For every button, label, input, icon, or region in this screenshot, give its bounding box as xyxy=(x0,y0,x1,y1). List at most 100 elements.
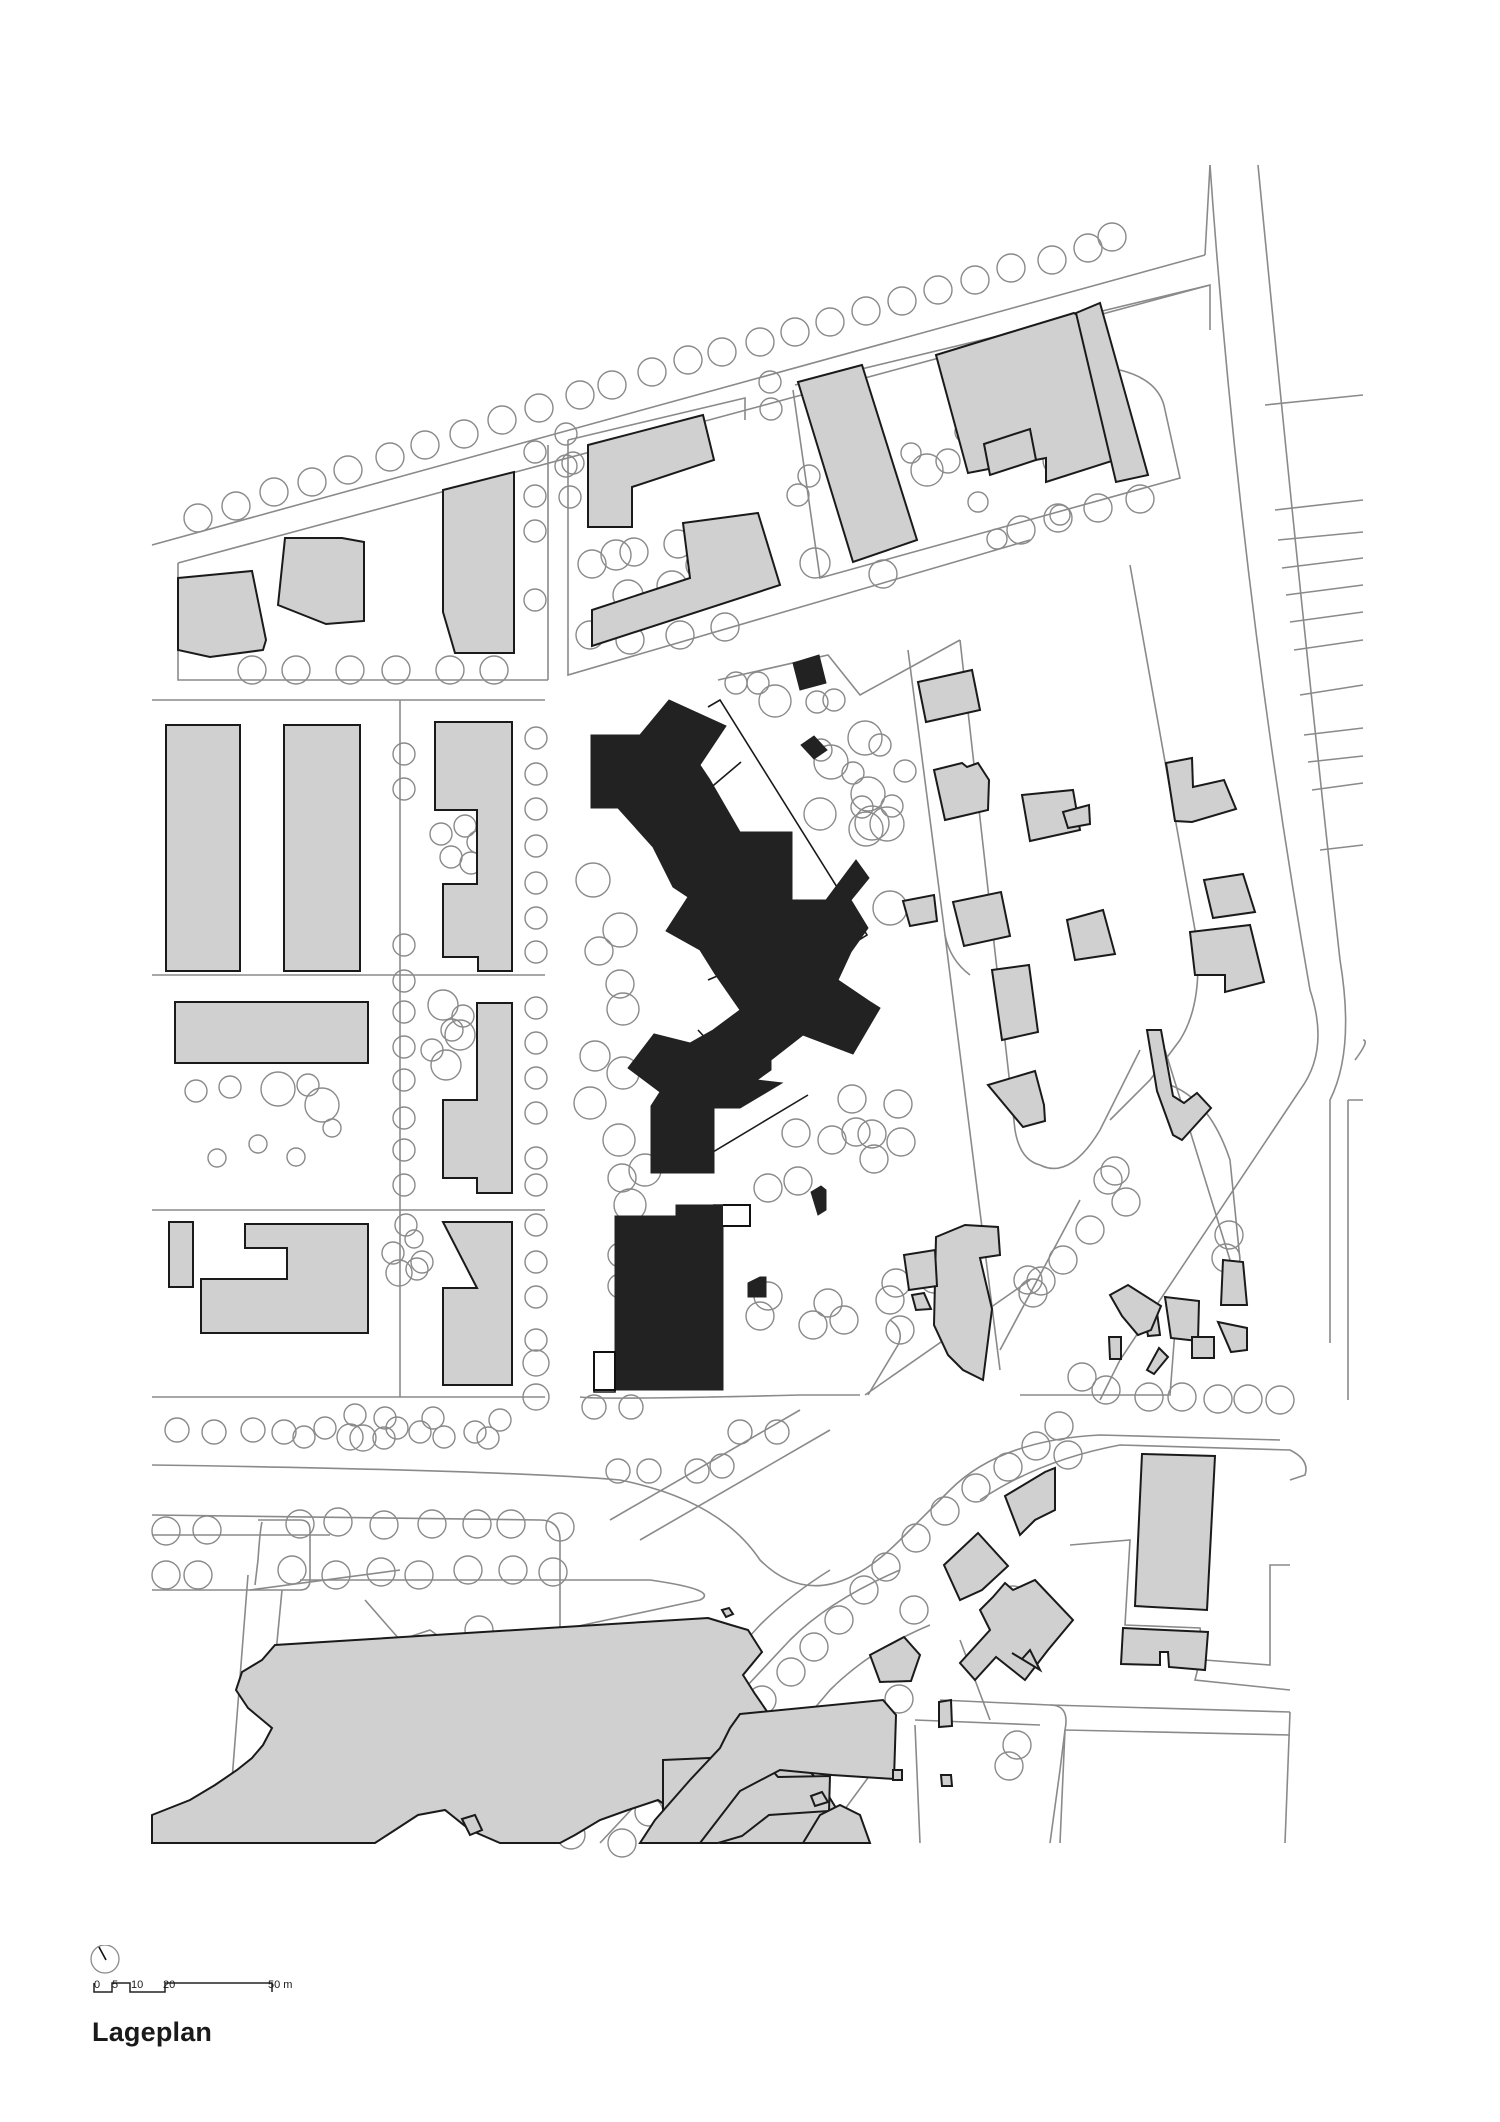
existing-building xyxy=(276,537,365,626)
tree-icon xyxy=(476,1426,500,1450)
tree-icon xyxy=(1097,222,1127,252)
road-line xyxy=(1299,684,1364,696)
tree-icon xyxy=(336,1423,364,1451)
road-line xyxy=(1293,639,1364,651)
new-buildings xyxy=(590,654,881,1391)
tree-icon xyxy=(151,1516,181,1546)
tree-icon xyxy=(607,1828,637,1858)
tree-icon xyxy=(605,1458,631,1484)
tree-icon xyxy=(523,588,547,612)
tree-icon xyxy=(850,776,886,812)
tree-icon xyxy=(404,1229,424,1249)
tree-icon xyxy=(554,422,578,446)
tree-icon xyxy=(893,759,917,783)
tree-icon xyxy=(607,1163,637,1193)
tree-icon xyxy=(281,655,311,685)
tree-icon xyxy=(321,1560,351,1590)
tree-icon xyxy=(961,1473,991,1503)
existing-building xyxy=(1216,1320,1248,1354)
tree-icon xyxy=(207,1148,227,1168)
tree-icon xyxy=(488,1408,512,1432)
existing-building xyxy=(939,1774,954,1787)
tree-icon xyxy=(183,1560,213,1590)
road-line xyxy=(914,1724,921,1844)
tree-icon xyxy=(427,989,459,1021)
tree-icon xyxy=(1203,1384,1233,1414)
tree-icon xyxy=(1026,1266,1056,1296)
road-line xyxy=(1319,844,1364,851)
existing-building xyxy=(1119,1626,1210,1672)
tree-icon xyxy=(848,811,884,847)
tree-icon xyxy=(248,1134,268,1154)
tree-icon xyxy=(1067,1362,1097,1392)
tree-icon xyxy=(764,1419,790,1445)
tree-icon xyxy=(799,1632,829,1662)
tree-icon xyxy=(707,337,737,367)
tree-icon xyxy=(851,296,881,326)
tree-icon xyxy=(872,890,908,926)
tree-icon xyxy=(1013,1265,1043,1295)
tree-icon xyxy=(887,286,917,316)
tree-icon xyxy=(868,733,892,757)
tree-icon xyxy=(385,1416,409,1440)
tree-icon xyxy=(575,862,611,898)
existing-building xyxy=(951,890,1012,948)
tree-icon xyxy=(579,1040,611,1072)
existing-building xyxy=(958,1578,1075,1682)
tree-icon xyxy=(1044,1411,1074,1441)
tree-icon xyxy=(813,1288,843,1318)
road-line xyxy=(300,1579,706,1631)
tree-icon xyxy=(218,1075,242,1099)
tree-icon xyxy=(900,442,922,464)
existing-building xyxy=(177,569,268,659)
tree-icon xyxy=(304,1087,340,1123)
tree-icon xyxy=(524,1328,548,1352)
tree-icon xyxy=(781,1118,811,1148)
road-line xyxy=(1257,164,1347,1343)
tree-icon xyxy=(618,1394,644,1420)
scale-tick-label: 50 m xyxy=(268,1979,293,1991)
tree-icon xyxy=(410,430,440,460)
tree-icon xyxy=(745,1301,775,1331)
existing-building xyxy=(916,668,982,724)
tree-icon xyxy=(277,1555,307,1585)
road-line xyxy=(151,254,1206,546)
road-line xyxy=(151,1434,1281,1587)
tree-icon xyxy=(880,794,904,818)
tree-icon xyxy=(854,805,890,841)
tree-icon xyxy=(850,795,874,819)
road-line xyxy=(1347,1099,1363,1400)
existing-building xyxy=(283,724,361,972)
tree-icon xyxy=(1037,245,1067,275)
existing-building xyxy=(1107,1336,1122,1360)
tree-icon xyxy=(758,684,792,718)
tree-icon xyxy=(392,1138,416,1162)
tree-icon xyxy=(636,1458,662,1484)
road-line xyxy=(609,1409,801,1521)
tree-icon xyxy=(151,1560,181,1590)
tree-icon xyxy=(432,1425,456,1449)
tree-icon xyxy=(392,1106,416,1130)
tree-icon xyxy=(335,655,365,685)
tree-icon xyxy=(410,1250,434,1274)
tree-icon xyxy=(841,1117,871,1147)
tree-icon xyxy=(420,1038,444,1062)
tree-icon xyxy=(271,1419,297,1445)
tree-icon xyxy=(577,549,607,579)
road-line xyxy=(914,1719,1041,1726)
tree-icon xyxy=(545,1512,575,1542)
tree-icon xyxy=(996,253,1026,283)
new-building xyxy=(810,1185,827,1216)
tree-icon xyxy=(841,761,865,785)
scale-tick-label: 20 xyxy=(163,1979,176,1991)
annex-outline xyxy=(593,1351,616,1391)
tree-icon xyxy=(524,1285,548,1309)
road-line xyxy=(1289,611,1364,623)
tree-icon xyxy=(869,806,905,842)
tree-icon xyxy=(797,464,821,488)
tree-icon xyxy=(366,1557,396,1587)
tree-icon xyxy=(786,483,810,507)
existing-building xyxy=(1188,923,1266,994)
tree-icon xyxy=(429,822,453,846)
tree-icon xyxy=(453,1555,483,1585)
